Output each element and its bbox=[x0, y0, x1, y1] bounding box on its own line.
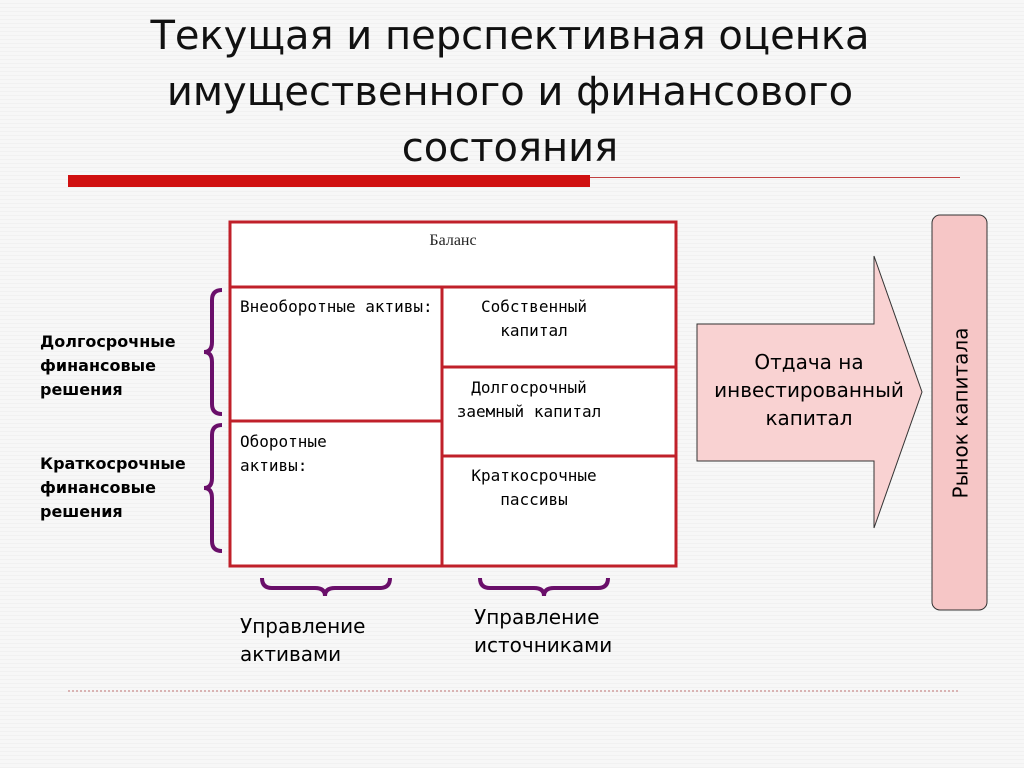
capital-market-label: Рынок капитала bbox=[948, 327, 972, 499]
brace-sources bbox=[478, 577, 610, 597]
brace-assets bbox=[260, 577, 392, 597]
equity-label: Собственный капитал bbox=[454, 295, 614, 343]
title-rule-thin bbox=[590, 177, 960, 178]
noncurrent-assets-text: Внеоборотные активы: bbox=[240, 297, 433, 316]
balance-header: Баланс bbox=[429, 232, 477, 249]
capital-market-label-wrap: Рынок капитала bbox=[934, 218, 986, 608]
shortterm-liabilities-label: Краткосрочные пассивы bbox=[454, 464, 614, 512]
page-title: Текущая и перспективная оценка имуществе… bbox=[150, 13, 870, 171]
sources-management-label: Управление источниками bbox=[474, 605, 613, 657]
brace-longterm bbox=[203, 288, 223, 416]
shortterm-liabilities-text: Краткосрочные пассивы bbox=[471, 466, 597, 509]
current-assets-label: Оборотные активы: bbox=[240, 430, 400, 478]
longterm-debt-text: Долгосрочный заемный капитал bbox=[456, 378, 602, 421]
longterm-debt-label: Долгосрочный заемный капитал bbox=[454, 376, 604, 424]
current-assets-text: Оборотные активы: bbox=[240, 432, 327, 475]
title-rule bbox=[68, 175, 590, 187]
shortterm-decisions-label: Краткосрочные финансовые решения bbox=[40, 454, 186, 521]
capital-market-box bbox=[931, 214, 988, 611]
return-arrow bbox=[696, 255, 923, 529]
brace-shortterm bbox=[203, 423, 223, 553]
assets-management-label: Управление активами bbox=[240, 614, 366, 666]
return-on-capital-text: Отдача на инвестированный капитал bbox=[714, 350, 904, 430]
bottom-rule bbox=[68, 690, 958, 692]
balance-table bbox=[228, 220, 678, 568]
noncurrent-assets-label: Внеоборотные активы: bbox=[240, 295, 436, 319]
longterm-decisions-label: Долгосрочные финансовые решения bbox=[40, 332, 176, 399]
equity-text: Собственный капитал bbox=[481, 297, 587, 340]
